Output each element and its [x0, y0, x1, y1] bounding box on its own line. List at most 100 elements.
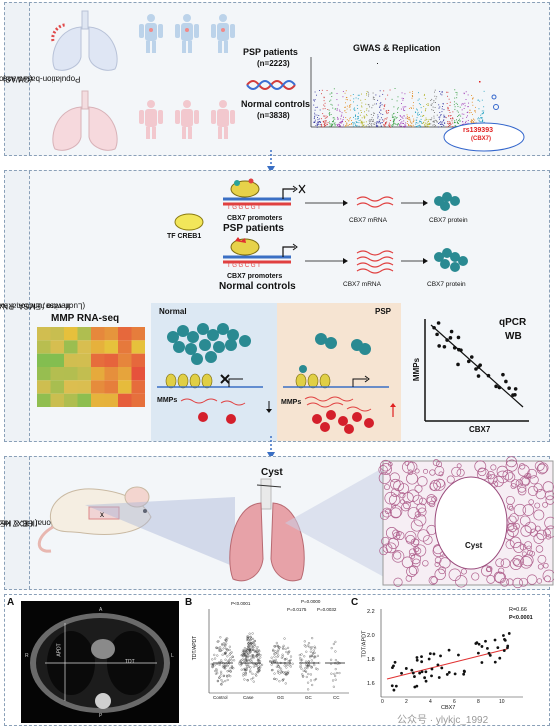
- scatter-point: [445, 673, 449, 676]
- manhattan-point: [354, 123, 356, 125]
- manhattan-point: [356, 118, 358, 120]
- swarm-point: [228, 653, 231, 656]
- alveolus: [399, 492, 406, 499]
- psp-box-title: PSP: [375, 307, 392, 316]
- manhattan-point: [417, 99, 419, 101]
- swarm-point: [246, 665, 249, 668]
- manhattan-point: [345, 90, 347, 92]
- invitro-side-label: In vitro functional experiments(Lucifera…: [0, 171, 85, 441]
- manhattan-point: [408, 124, 410, 125]
- manhattan-point: [459, 120, 461, 122]
- heatmap-cell: [91, 327, 105, 341]
- manhattan-point: [464, 123, 466, 125]
- manhattan-point: [467, 119, 469, 121]
- swarm-point: [244, 651, 247, 654]
- manhattan-point: [465, 120, 467, 122]
- heatmap-cell: [50, 340, 64, 354]
- alveolus: [487, 474, 498, 485]
- swarm-point: [245, 666, 248, 670]
- sketch-point: [474, 367, 478, 371]
- swarm-point: [246, 659, 249, 663]
- heatmap-cell: [64, 380, 78, 394]
- manhattan-point: [430, 119, 432, 121]
- sketch-point: [476, 365, 481, 369]
- swarm-point: [224, 644, 227, 647]
- manhattan-point: [345, 117, 347, 119]
- alveolus: [517, 486, 527, 496]
- heatmap-cell: [91, 367, 105, 381]
- swarm-point: [272, 648, 275, 651]
- wb-label: WB: [505, 331, 522, 342]
- alveolus: [505, 459, 518, 472]
- swarm-point: [250, 658, 253, 661]
- swarm-point: [288, 664, 291, 667]
- alveolus: [486, 575, 496, 584]
- alveolus: [379, 546, 389, 556]
- manhattan-point: [367, 124, 369, 126]
- heatmap-cell: [118, 380, 132, 394]
- alveolus: [534, 502, 541, 509]
- scatter-point: [457, 653, 460, 657]
- manhattan-point: [426, 123, 428, 125]
- manhattan-point: [322, 120, 324, 122]
- alveolus: [455, 575, 468, 588]
- swarm-point: [313, 645, 316, 648]
- swarm-point: [227, 674, 231, 677]
- manhattan-point: [410, 122, 412, 124]
- manhattan-point: [463, 108, 465, 109]
- swarm-point: [253, 649, 257, 653]
- manhattan-point: [381, 104, 383, 106]
- manhattan-point: [482, 112, 484, 114]
- swarm-point: [252, 654, 255, 657]
- manhattan-point: [397, 123, 399, 125]
- sketch-point: [449, 329, 454, 334]
- manhattan-point: [414, 111, 416, 113]
- projection-beam: [85, 497, 235, 567]
- manhattan-point: [438, 123, 439, 124]
- heatmap-cell: [131, 380, 145, 394]
- manhattan-point: [397, 112, 399, 113]
- b-cat-1: Control: [213, 695, 228, 700]
- manhattan-point: [399, 125, 401, 127]
- manhattan-point: [458, 118, 460, 120]
- manhattan-point: [441, 111, 443, 113]
- cyst-beam: [285, 461, 395, 583]
- swarm-point: [331, 679, 335, 682]
- manhattan-point: [410, 124, 412, 126]
- manhattan-point: [361, 106, 363, 108]
- manhattan-point: [441, 126, 443, 128]
- manhattan-point: [474, 119, 476, 121]
- manhattan-point: [329, 100, 331, 102]
- manhattan-point: [422, 114, 424, 116]
- sketch-point: [469, 355, 474, 359]
- swarm-point: [255, 648, 258, 651]
- manhattan-point: [466, 116, 468, 118]
- scatter-point: [428, 652, 432, 656]
- swarm-point: [276, 651, 279, 655]
- manhattan-point: [345, 125, 347, 126]
- scatter-point: [437, 676, 441, 679]
- swarm-point: [330, 658, 333, 661]
- manhattan-point: [360, 123, 362, 125]
- manhattan-point: [417, 122, 419, 124]
- manhattan-point: [449, 125, 451, 126]
- manhattan-point: [340, 122, 342, 124]
- manhattan-point: [413, 102, 414, 104]
- manhattan-point: [459, 114, 461, 116]
- manhattan-hit: [479, 81, 481, 83]
- manhattan-point: [433, 100, 435, 101]
- heatmap-cell: [118, 353, 132, 367]
- manhattan-point: [354, 118, 356, 120]
- alveolus: [509, 558, 522, 571]
- manhattan-point: [443, 119, 444, 121]
- normal-controls-title: Normal controls: [219, 281, 296, 292]
- manhattan-point: [324, 120, 326, 122]
- manhattan-point: [382, 114, 384, 115]
- manhattan-point: [401, 97, 403, 99]
- manhattan-point: [328, 109, 330, 111]
- manhattan-point: [337, 116, 339, 118]
- manhattan-point: [361, 102, 363, 104]
- manhattan-point: [393, 116, 395, 118]
- swarm-point: [289, 655, 293, 658]
- heatmap-cell: [50, 380, 64, 394]
